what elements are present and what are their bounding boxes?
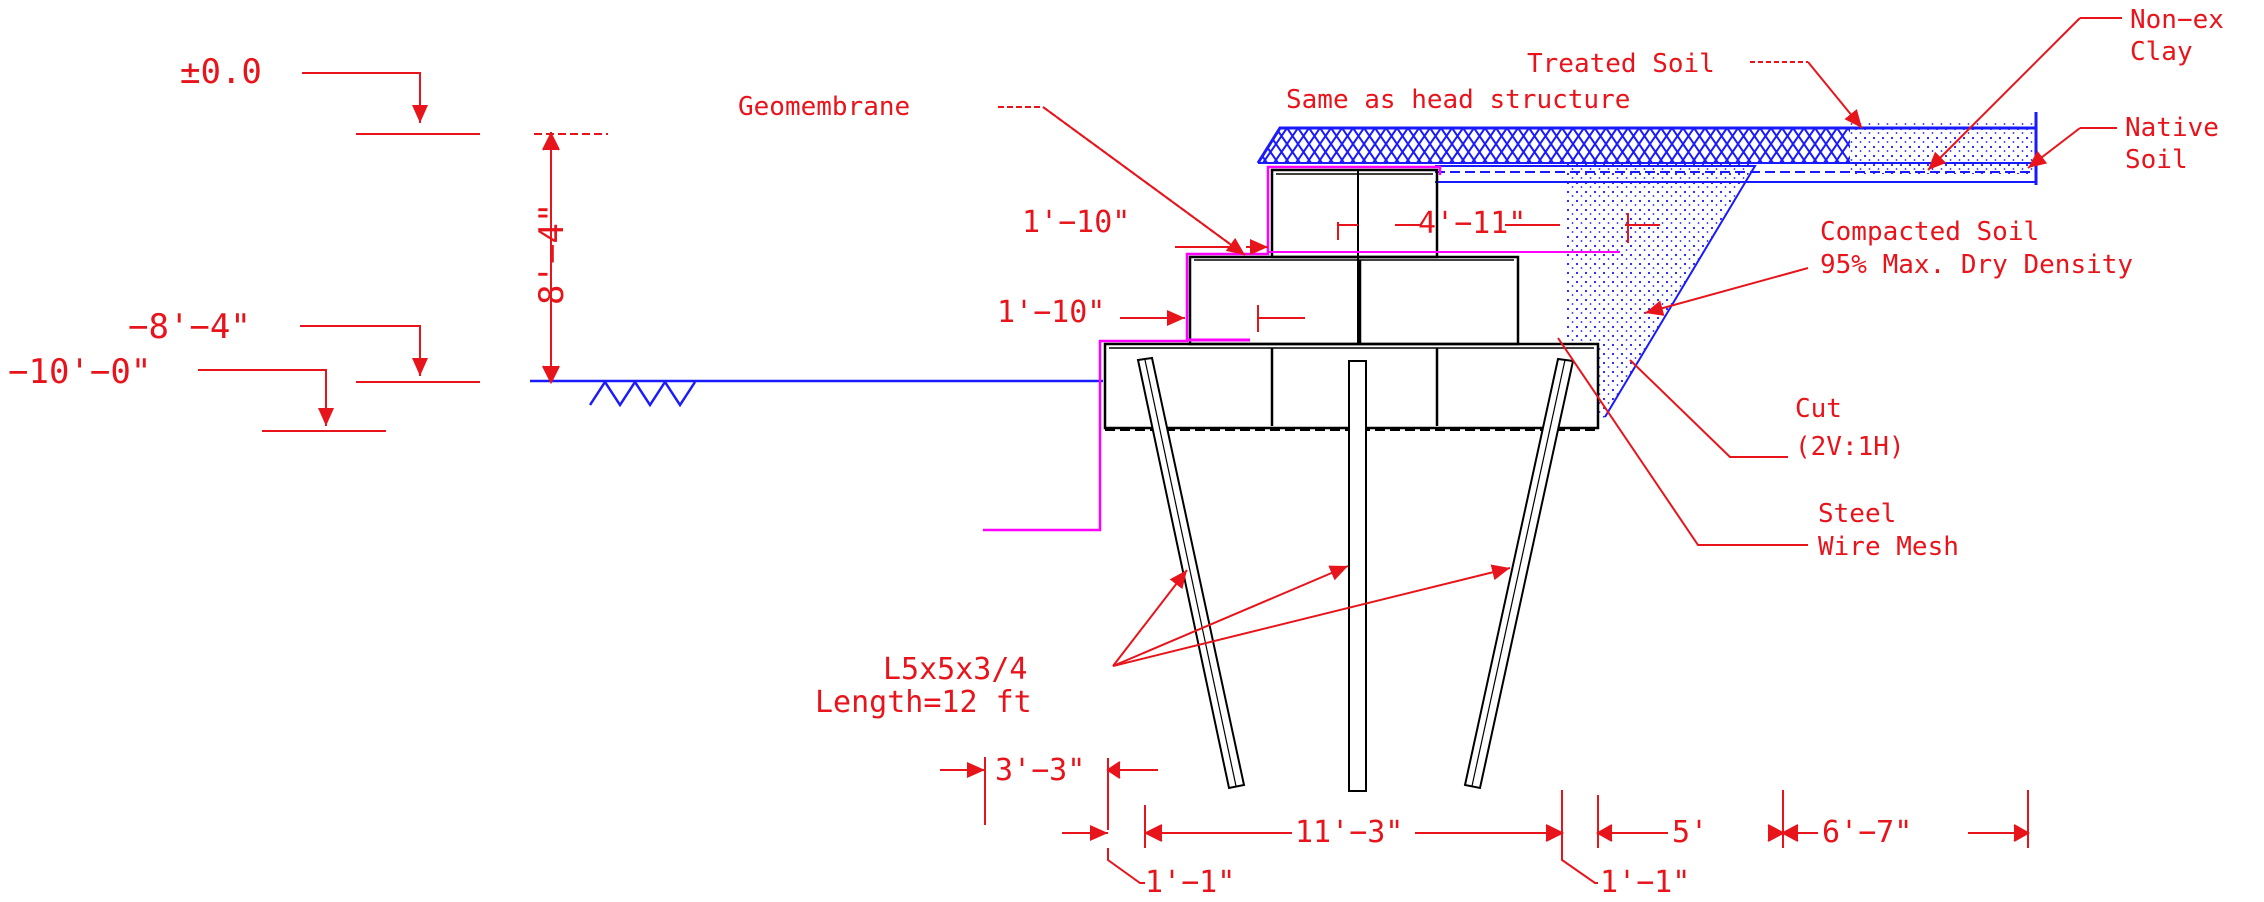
geomembrane-line xyxy=(983,165,1620,532)
pile-center xyxy=(1348,360,1367,792)
elevation-8-4-marker xyxy=(300,325,480,383)
pile-right xyxy=(1463,357,1575,790)
step-lower-label: 1'−10" xyxy=(997,295,1105,330)
elevation-10-0-marker xyxy=(198,369,386,432)
dim-11-3-label: 11'−3" xyxy=(1295,815,1403,850)
dim-8-4-label: 8'−4" xyxy=(532,203,572,305)
elev-zero-label: ±0.0 xyxy=(180,52,262,92)
step-upper-label: 1'−10" xyxy=(1022,205,1130,240)
native-label: Native xyxy=(2125,113,2219,143)
cut-slope-label: (2V:1H) xyxy=(1795,432,1905,462)
treated-soil-label: Treated Soil xyxy=(1527,49,1715,79)
bottom-leaders-1-1 xyxy=(1107,848,1598,884)
bottom-dimension-chain xyxy=(1062,790,2031,848)
compacted-soil-zone xyxy=(1435,163,1757,420)
annotations: ±0.0 −8'−4" −10'−0" 8'−4" Geomembrane Tr… xyxy=(8,5,2224,900)
step-dimension-lower xyxy=(1120,305,1305,332)
top-width-label: 4'−11" xyxy=(1418,206,1526,241)
dim-6-7-label: 6'−7" xyxy=(1822,815,1912,850)
non-ex-label: Non−ex xyxy=(2130,5,2224,35)
pile-left xyxy=(1136,356,1246,790)
treated-soil-layer xyxy=(1256,112,2038,185)
ground-line xyxy=(530,379,1103,408)
elev-8-4-label: −8'−4" xyxy=(128,307,251,347)
dim-1-1-right-label: 1'−1" xyxy=(1600,865,1690,900)
steel-label: Steel xyxy=(1818,499,1896,529)
wire-mesh-label: Wire Mesh xyxy=(1818,532,1959,562)
same-as-head-label: Same as head structure xyxy=(1286,85,1630,115)
cut-label: Cut xyxy=(1795,394,1842,424)
elev-10-0-label: −10'−0" xyxy=(8,352,151,392)
dim-1-1-left-label: 1'−1" xyxy=(1145,865,1235,900)
pile-length-label: Length=12 ft xyxy=(815,685,1032,720)
bottom-dimension-3-3 xyxy=(940,757,1158,830)
top-width-dimension xyxy=(1337,213,1660,243)
clay-label: Clay xyxy=(2130,37,2193,67)
leader-lines xyxy=(998,17,2122,667)
compacted-soil-label: Compacted Soil xyxy=(1820,217,2039,247)
vertical-dimension-8-4 xyxy=(534,131,608,385)
dim-5-label: 5' xyxy=(1672,815,1708,850)
dim-3-3-label: 3'−3" xyxy=(995,753,1085,788)
native-soil-layer xyxy=(1850,122,2035,174)
dry-density-label: 95% Max. Dry Density xyxy=(1820,250,2133,280)
geomembrane-label: Geomembrane xyxy=(738,92,910,122)
elevation-zero-marker xyxy=(302,72,480,135)
pile-spec-label: L5x5x3/4 xyxy=(883,652,1028,687)
soil-label: Soil xyxy=(2125,145,2188,175)
